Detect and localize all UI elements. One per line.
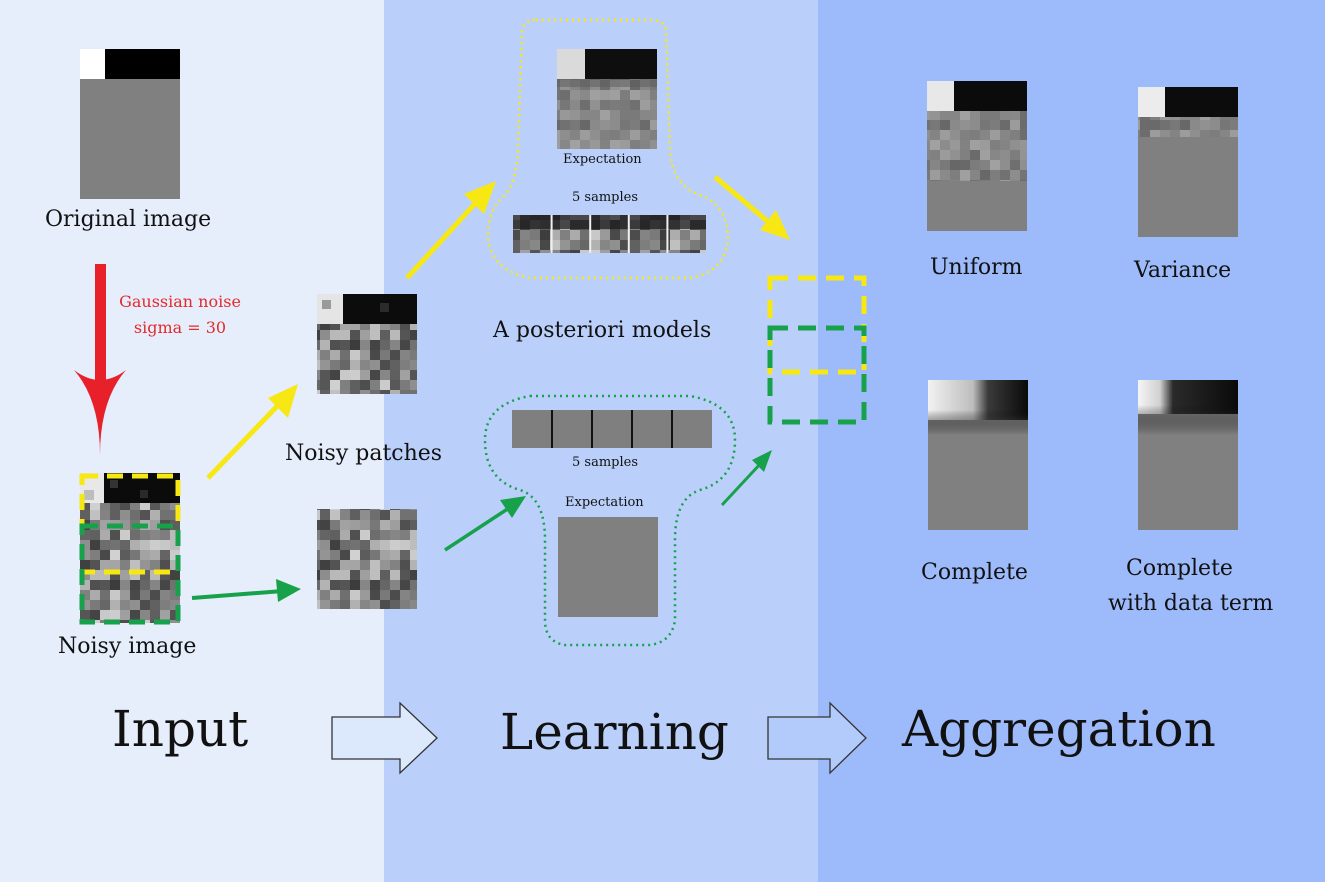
result-complete-data-image (1138, 380, 1238, 530)
yellow-arrow-to-aggregation (713, 175, 790, 240)
noisy-patch-top (317, 294, 417, 394)
green-arrow-to-bottom-patch (191, 579, 301, 602)
green-model-outline (483, 394, 737, 647)
yellow-arrow-to-model (405, 181, 496, 280)
posteriori-models-label: A posteriori models (493, 318, 712, 343)
green-arrow-to-model (444, 496, 526, 552)
flow-arrow-input-to-learning (331, 701, 438, 775)
yellow-arrow-to-top-patch (206, 384, 298, 480)
yellow-model-outline (486, 18, 730, 280)
flow-arrow-learning-to-aggregation (767, 701, 867, 775)
result-complete-label: Complete (921, 560, 1028, 585)
noisy-image (80, 473, 180, 623)
result-complete-image (928, 380, 1028, 530)
top-samples-label: 5 samples (572, 190, 638, 205)
result-variance-label: Variance (1134, 258, 1232, 283)
aggregation-green-box (767, 325, 867, 425)
section-title-learning: Learning (500, 703, 729, 761)
green-expectation-image (558, 517, 658, 617)
yellow-expectation-image (557, 49, 657, 149)
aggregation-yellow-box (767, 275, 867, 375)
noise-label-line2: sigma = 30 (133, 318, 227, 337)
original-image-label: Original image (45, 207, 212, 232)
original-image (80, 49, 180, 199)
top-expectation-label: Expectation (563, 152, 642, 167)
result-complete-data-label: Complete (1126, 556, 1233, 581)
bottom-samples-label: 5 samples (572, 455, 638, 470)
green-arrow-to-aggregation (720, 450, 772, 507)
result-uniform-label: Uniform (930, 255, 1023, 280)
result-variance-image (1138, 87, 1238, 237)
noisy-image-label: Noisy image (58, 634, 197, 659)
section-title-input: Input (112, 700, 249, 758)
red-noise-arrow (74, 264, 126, 455)
noisy-image-green-box (79, 523, 181, 625)
result-complete-data-label-line2: with data term (1108, 591, 1274, 616)
green-samples-strip (512, 410, 712, 448)
noisy-patch-bottom (317, 509, 417, 609)
section-title-aggregation: Aggregation (902, 700, 1216, 758)
noise-label-line1: Gaussian noise (119, 292, 241, 311)
noise-label: Gaussian noise sigma = 30 (110, 289, 250, 341)
result-uniform-image (927, 81, 1027, 231)
noisy-patches-label: Noisy patches (285, 441, 443, 466)
yellow-samples-strip (513, 215, 706, 253)
bottom-expectation-label: Expectation (565, 495, 644, 510)
input-panel (0, 0, 384, 882)
aggregation-panel (818, 0, 1325, 882)
